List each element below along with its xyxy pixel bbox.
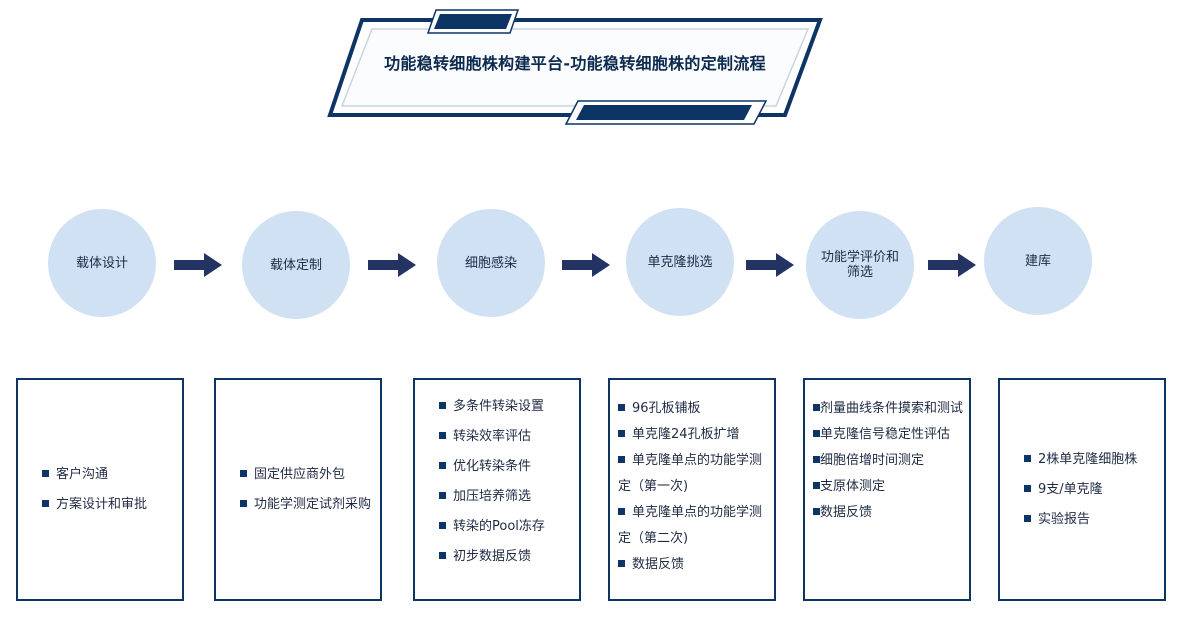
page-title: 功能稳转细胞株构建平台-功能稳转细胞株的定制流程 bbox=[384, 54, 766, 73]
square-bullet-icon bbox=[439, 461, 446, 469]
list-item-text: 96孔板铺板 bbox=[632, 401, 701, 416]
square-bullet-icon bbox=[618, 430, 625, 437]
list-item-text: 转染的Pool冻存 bbox=[453, 518, 545, 534]
step-label: 建库 bbox=[1024, 253, 1051, 269]
list-item-text: 2株单克隆细胞株 bbox=[1038, 451, 1138, 467]
square-bullet-icon bbox=[813, 508, 820, 515]
list-item-text: 细胞倍增时间测定 bbox=[820, 453, 925, 468]
step-circle: 功能学评价和筛选 bbox=[806, 211, 914, 319]
list-item-text: 数据反馈 bbox=[632, 557, 685, 572]
step-label: 单克隆挑选 bbox=[647, 254, 713, 270]
list-item: 固定供应商外包 bbox=[240, 460, 372, 490]
list-item-text: 单克隆单点的功能学测定（第二次) bbox=[618, 505, 763, 546]
list-item-text: 客户沟通 bbox=[56, 466, 109, 482]
list-item: 支原体测定 bbox=[813, 474, 963, 500]
arrow-right-icon bbox=[368, 253, 416, 277]
square-bullet-icon bbox=[42, 499, 49, 507]
square-bullet-icon bbox=[618, 404, 625, 411]
step-label: 载体设计 bbox=[75, 255, 128, 271]
list-item-text: 优化转染条件 bbox=[453, 458, 532, 474]
square-bullet-icon bbox=[813, 404, 820, 411]
square-bullet-icon bbox=[618, 508, 625, 515]
step-label: 细胞感染 bbox=[464, 255, 517, 271]
list-item: 客户沟通 bbox=[42, 460, 174, 490]
list-item: 2株单克隆细胞株 bbox=[1024, 445, 1156, 475]
list-item-text: 加压培养筛选 bbox=[453, 488, 532, 504]
title-banner-frame bbox=[327, 9, 823, 125]
square-bullet-icon bbox=[618, 456, 625, 463]
list-item-text: 实验报告 bbox=[1038, 511, 1091, 527]
list-item: 单克隆信号稳定性评估 bbox=[813, 422, 963, 448]
list-item-text: 支原体测定 bbox=[820, 479, 886, 494]
list-item-text: 数据反馈 bbox=[820, 505, 873, 520]
step-circle: 载体设计 bbox=[48, 209, 156, 317]
list-item: 单克隆单点的功能学测定（第二次) bbox=[618, 500, 768, 552]
list-item: 数据反馈 bbox=[618, 552, 768, 578]
step-circle: 载体定制 bbox=[242, 211, 350, 319]
list-item: 优化转染条件 bbox=[439, 452, 571, 482]
list-item-text: 功能学测定试剂采购 bbox=[254, 496, 372, 512]
list-item: 96孔板铺板 bbox=[618, 396, 768, 422]
list-item: 加压培养筛选 bbox=[439, 482, 571, 512]
step-label: 功能学评价和筛选 bbox=[820, 250, 899, 280]
step-circle: 细胞感染 bbox=[437, 209, 545, 317]
square-bullet-icon bbox=[439, 401, 446, 409]
square-bullet-icon bbox=[439, 521, 446, 529]
step-detail-box: 多条件转染设置转染效率评估优化转染条件加压培养筛选转染的Pool冻存初步数据反馈 bbox=[413, 378, 581, 601]
step-detail-box: 固定供应商外包功能学测定试剂采购 bbox=[214, 378, 382, 601]
list-item: 剂量曲线条件摸索和测试 bbox=[813, 396, 963, 422]
step-detail-box: 客户沟通方案设计和审批 bbox=[16, 378, 184, 601]
square-bullet-icon bbox=[813, 482, 820, 489]
list-item: 单克隆单点的功能学测定（第一次) bbox=[618, 448, 768, 500]
list-item: 方案设计和审批 bbox=[42, 490, 174, 520]
list-item-text: 单克隆24孔板扩增 bbox=[632, 427, 740, 442]
square-bullet-icon bbox=[240, 499, 247, 507]
list-item-text: 方案设计和审批 bbox=[56, 496, 148, 512]
square-bullet-icon bbox=[1024, 454, 1031, 462]
square-bullet-icon bbox=[813, 456, 820, 463]
step-circle: 建库 bbox=[984, 207, 1092, 315]
list-item-text: 剂量曲线条件摸索和测试 bbox=[820, 401, 964, 416]
list-item: 多条件转染设置 bbox=[439, 392, 571, 422]
list-item: 初步数据反馈 bbox=[439, 542, 571, 572]
square-bullet-icon bbox=[618, 560, 625, 567]
step-label: 载体定制 bbox=[269, 257, 322, 273]
list-item-text: 多条件转染设置 bbox=[453, 398, 545, 414]
step-detail-box: 剂量曲线条件摸索和测试单克隆信号稳定性评估细胞倍增时间测定支原体测定数据反馈 bbox=[803, 378, 971, 601]
list-item-text: 初步数据反馈 bbox=[453, 548, 532, 564]
list-item: 转染效率评估 bbox=[439, 422, 571, 452]
arrow-right-icon bbox=[562, 253, 610, 277]
square-bullet-icon bbox=[439, 551, 446, 559]
square-bullet-icon bbox=[813, 430, 820, 437]
list-item-text: 单克隆信号稳定性评估 bbox=[820, 427, 951, 442]
square-bullet-icon bbox=[1024, 514, 1031, 522]
square-bullet-icon bbox=[42, 469, 49, 477]
list-item: 9支/单克隆 bbox=[1024, 475, 1156, 505]
square-bullet-icon bbox=[439, 431, 446, 439]
list-item: 实验报告 bbox=[1024, 505, 1156, 535]
list-item-text: 转染效率评估 bbox=[453, 428, 532, 444]
list-item: 转染的Pool冻存 bbox=[439, 512, 571, 542]
list-item-text: 单克隆单点的功能学测定（第一次) bbox=[618, 453, 763, 494]
square-bullet-icon bbox=[1024, 484, 1031, 492]
square-bullet-icon bbox=[439, 491, 446, 499]
list-item: 功能学测定试剂采购 bbox=[240, 490, 372, 520]
step-detail-box: 2株单克隆细胞株 9支/单克隆实验报告 bbox=[998, 378, 1166, 601]
arrow-right-icon bbox=[928, 253, 976, 277]
arrow-right-icon bbox=[174, 253, 222, 277]
step-circle: 单克隆挑选 bbox=[626, 208, 734, 316]
list-item: 细胞倍增时间测定 bbox=[813, 448, 963, 474]
square-bullet-icon bbox=[240, 469, 247, 477]
step-detail-box: 96孔板铺板单克隆24孔板扩增单克隆单点的功能学测定（第一次) 单克隆单点的功能学… bbox=[608, 378, 776, 601]
list-item: 数据反馈 bbox=[813, 500, 963, 526]
list-item: 单克隆24孔板扩增 bbox=[618, 422, 768, 448]
list-item-text: 固定供应商外包 bbox=[254, 466, 346, 482]
list-item-text: 9支/单克隆 bbox=[1038, 481, 1103, 497]
arrow-right-icon bbox=[746, 253, 794, 277]
